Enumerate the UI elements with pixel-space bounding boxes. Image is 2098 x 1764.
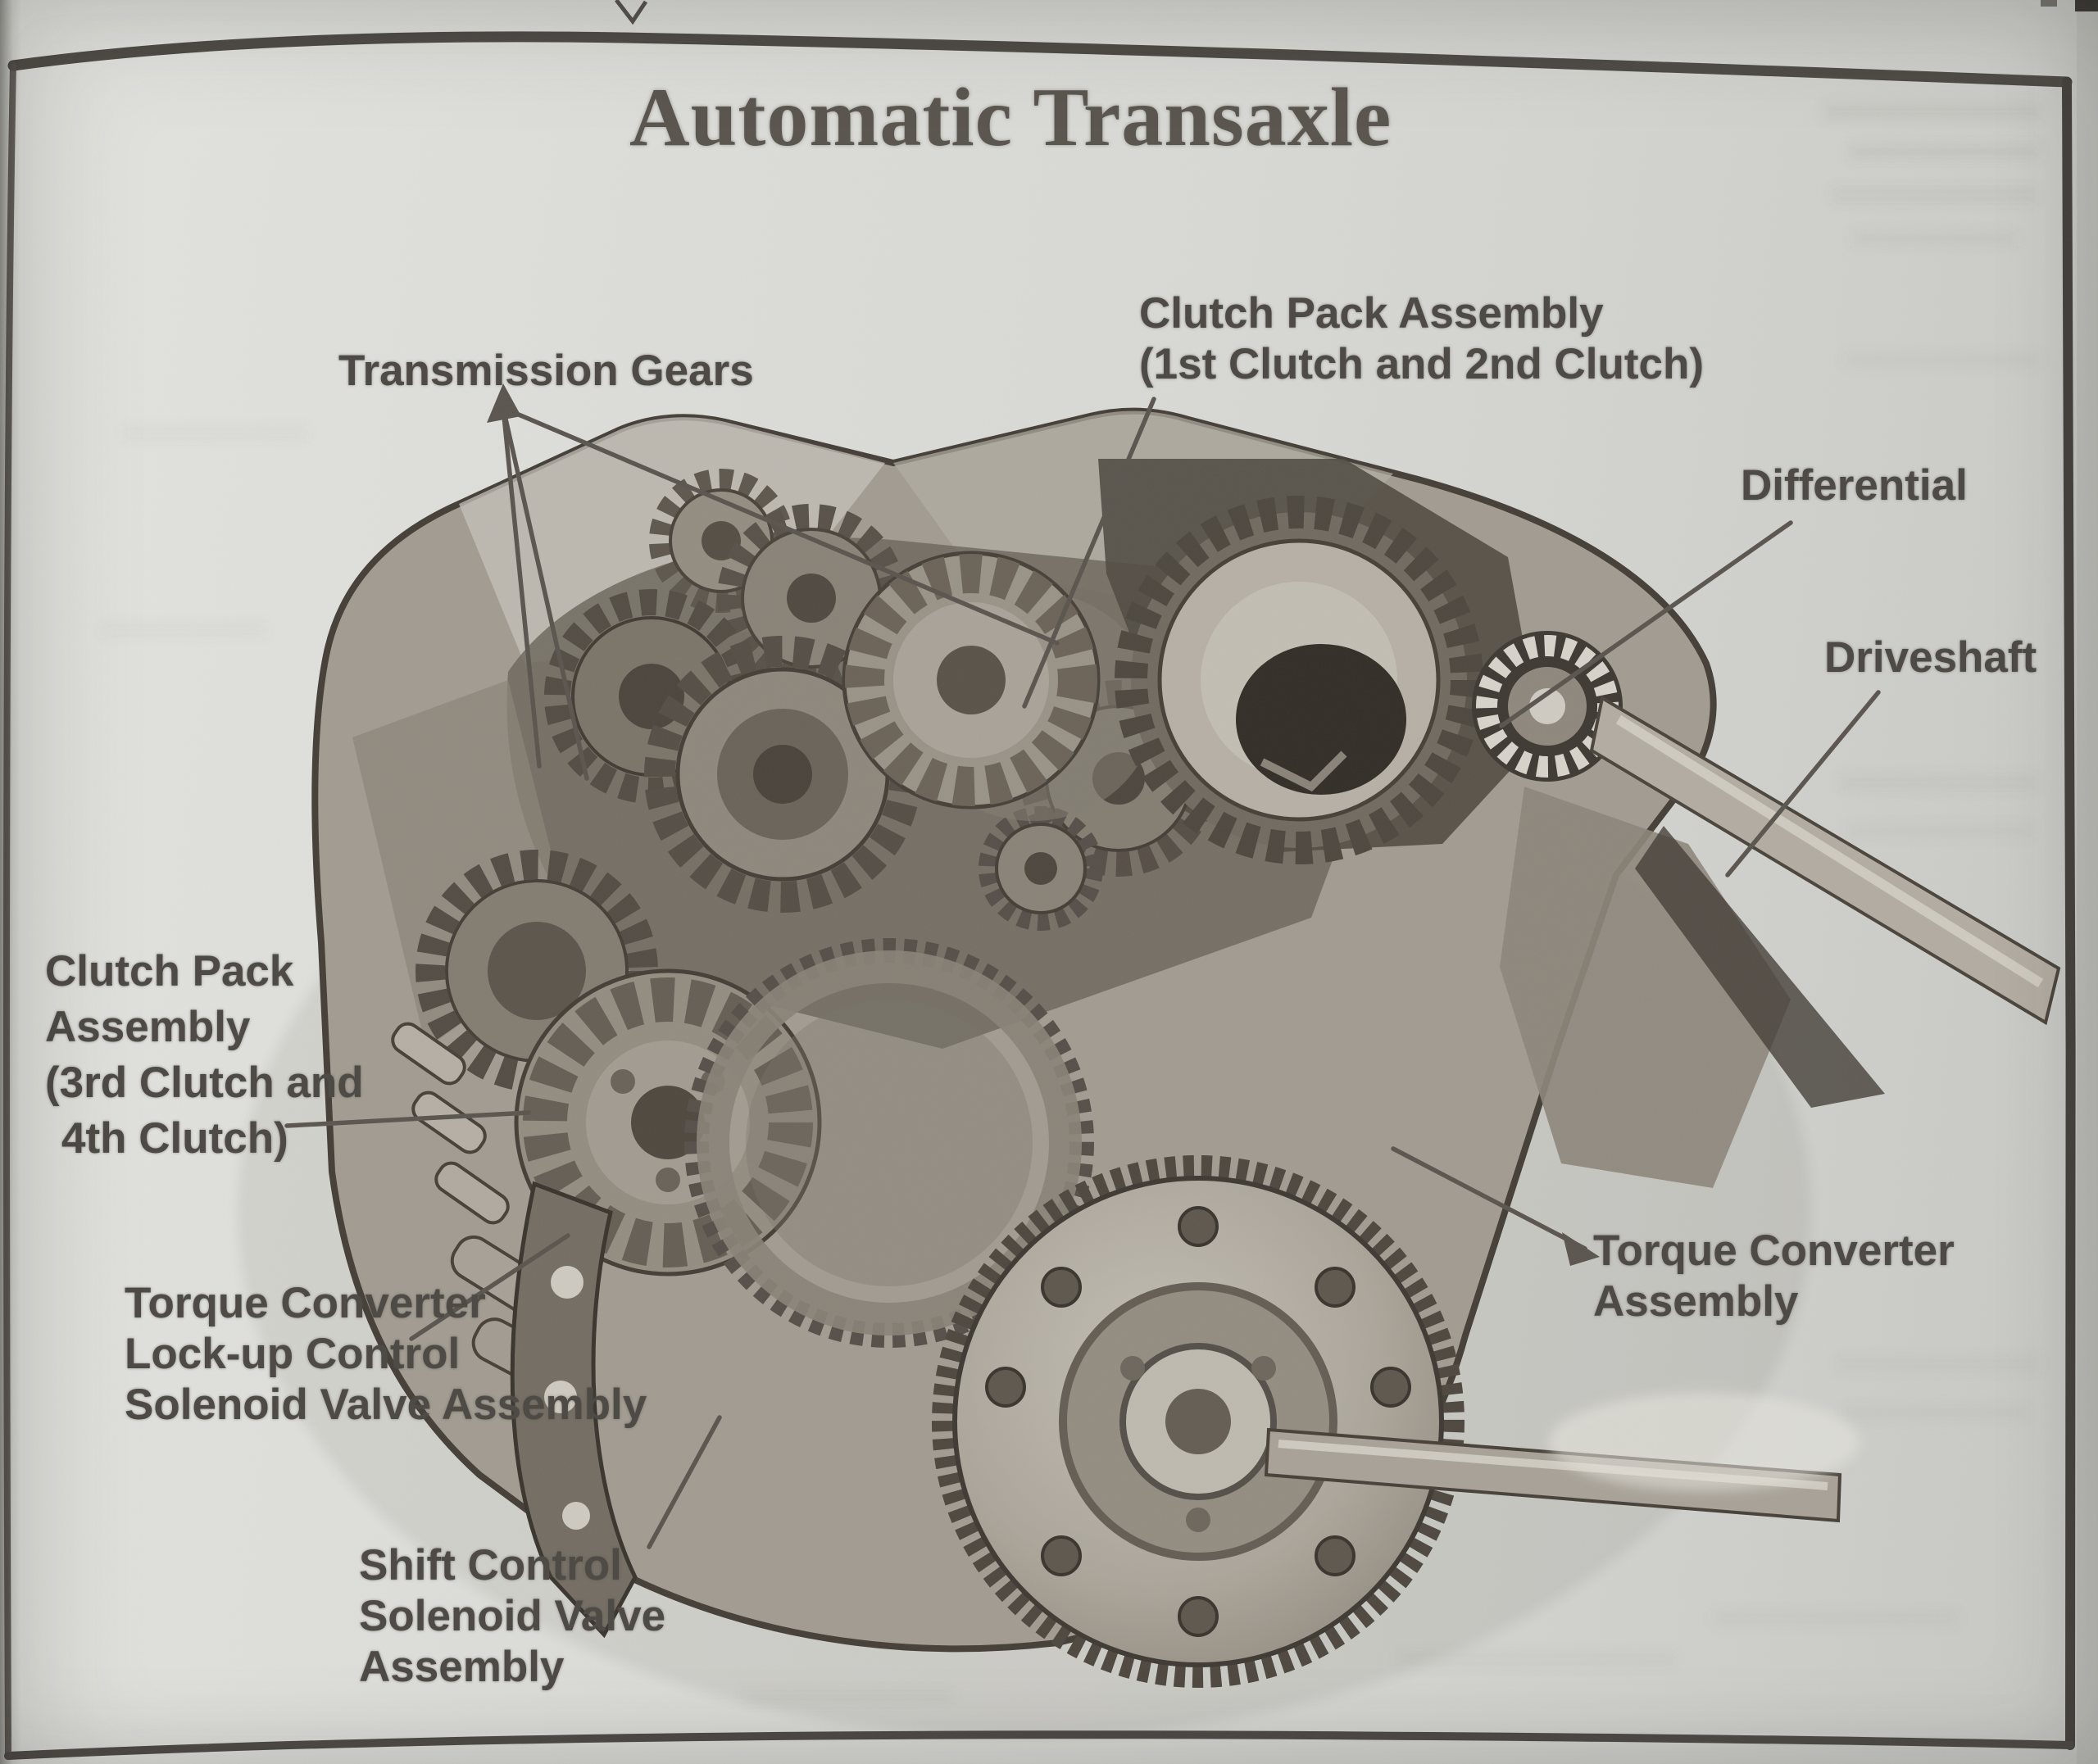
label-clutch-pack-rear: Clutch Pack Assembly (3rd Clutch and 4th…	[45, 944, 364, 1167]
label-transmission-gears: Transmission Gears	[338, 344, 754, 398]
label-line: Lock-up Control	[125, 1330, 461, 1378]
label-line: (3rd Clutch and	[45, 1059, 364, 1107]
label-torque-converter-lockup-solenoid: Torque Converter Lock-up Control Solenoi…	[125, 1278, 647, 1431]
label-line: Clutch Pack Assembly	[1139, 289, 1604, 338]
page-title: Automatic Transaxle	[629, 71, 1392, 164]
label-line: Assembly	[45, 1003, 251, 1051]
label-shift-control-solenoid: Shift Control Solenoid Valve Assembly	[359, 1540, 665, 1693]
page-gutter-shadow	[0, 0, 21, 1764]
label-line: Assembly	[1593, 1277, 1799, 1326]
label-line: Assembly	[359, 1643, 565, 1691]
label-line: Shift Control	[359, 1541, 622, 1589]
label-driveshaft: Driveshaft	[1824, 631, 2037, 685]
label-line: 4th Clutch)	[61, 1114, 288, 1163]
label-line: (1st Clutch and 2nd Clutch)	[1139, 340, 1704, 388]
label-line: Differential	[1741, 461, 1968, 510]
label-line: Torque Converter	[125, 1279, 486, 1327]
label-line: Solenoid Valve Assembly	[125, 1381, 647, 1429]
label-differential: Differential	[1741, 459, 1968, 513]
label-line: Transmission Gears	[338, 347, 754, 395]
label-line: Torque Converter	[1593, 1227, 1955, 1275]
label-torque-converter-assembly: Torque Converter Assembly	[1593, 1226, 1955, 1327]
label-line: Clutch Pack	[45, 947, 294, 995]
label-line: Solenoid Valve	[359, 1592, 666, 1640]
page-margin-strip	[2077, 0, 2098, 1764]
label-line: Driveshaft	[1824, 633, 2037, 682]
label-clutch-pack-front: Clutch Pack Assembly (1st Clutch and 2nd…	[1139, 288, 1704, 390]
